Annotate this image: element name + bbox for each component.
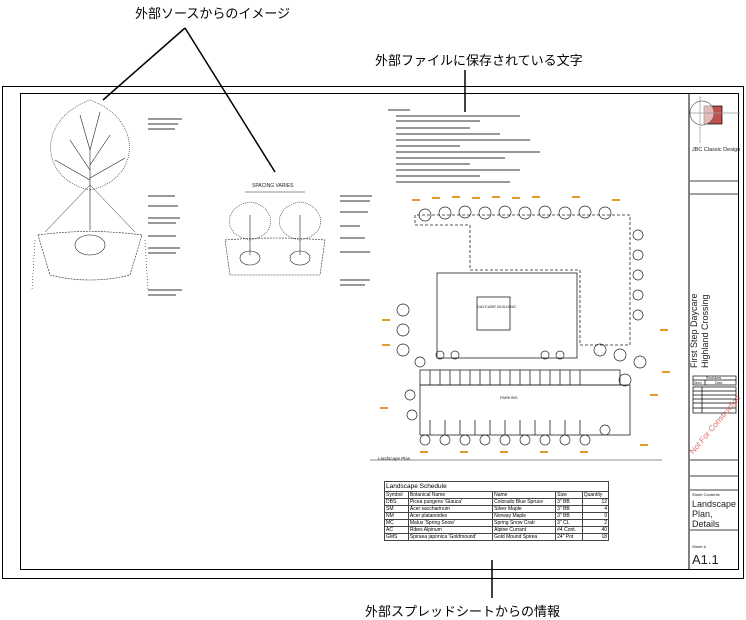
landscape-schedule-table: Landscape Schedule Symbol Botanical Name… [384, 481, 610, 541]
project-location: Highland Crossing [700, 294, 710, 368]
project-name: First Step Daycare [689, 293, 699, 368]
detail-notes [148, 118, 372, 296]
firm-name: JBC Classic Design [692, 147, 741, 153]
col-header: Quantity [581, 491, 610, 499]
col-header: Size [555, 491, 583, 499]
cell: 2 [581, 519, 610, 527]
rev-num-header: Num. [694, 380, 703, 385]
cell: NM [384, 512, 409, 520]
spacing-note: SPACING VARIES [252, 183, 294, 189]
cell: 3" BB [555, 512, 583, 520]
outer-border [2, 86, 744, 579]
cell: 3" BB [555, 498, 583, 506]
plant-symbols [396, 205, 647, 446]
building-label: DAYCARE BUILDING [477, 304, 517, 309]
plan-title: Landscape Plan [378, 456, 411, 461]
callout-external-text: 外部ファイルに保存されている文字 [375, 54, 583, 69]
title-block [689, 96, 740, 531]
table-header-row: Symbol Botanical Name Name Size Quantity [384, 491, 610, 499]
schedule-title: Landscape Schedule [384, 481, 609, 492]
tree-detail-pair [224, 191, 326, 276]
callout-external-spreadsheet: 外部スプレッドシートからの情報 [365, 605, 561, 620]
rev-date-header: Date [715, 380, 723, 385]
cell: Spiraea japonica 'Goldmound' [407, 533, 494, 541]
notes-text-block [388, 109, 540, 183]
cell: Acer saccharinum [407, 505, 494, 513]
sheet-number: A1.1 [692, 552, 719, 567]
plant-tags [380, 196, 670, 453]
cell: Ribes Alpinum [407, 526, 494, 534]
sheet-number-label: Sheet # [692, 544, 706, 549]
inner-border [20, 93, 739, 570]
cell: Spring Snow Crab [492, 519, 557, 527]
cell: 18 [581, 533, 610, 541]
cell: 24" Pot [555, 533, 583, 541]
sheet-contents-label: Sheet Contents [692, 492, 720, 497]
cell: Gold Mound Spirea [492, 533, 557, 541]
cell: Malus 'Spring Snow' [407, 519, 494, 527]
cell: MC [384, 519, 409, 527]
cell: Silver Maple [492, 505, 557, 513]
cell: Colorado Blue Spruce [492, 498, 557, 506]
callout-external-images: 外部ソースからのイメージ [135, 7, 291, 22]
cell: SM [384, 505, 409, 513]
revisions-label: Revisions [706, 376, 722, 380]
cell: 3" BB [555, 505, 583, 513]
cell: DBS [384, 498, 409, 506]
cell: Alpine Currant [492, 526, 557, 534]
cell: 9 [581, 512, 610, 520]
callout-leaders [102, 27, 493, 598]
col-header: Name [492, 491, 557, 499]
cell: Acer platanoides [407, 512, 494, 520]
cell: Norway Maple [492, 512, 557, 520]
sheet-contents: Landscape Plan, Details [692, 499, 737, 529]
cell: 3" CL [555, 519, 583, 527]
site-plan [370, 214, 662, 461]
cell: AC [384, 526, 409, 534]
col-header: Botanical Name [407, 491, 494, 499]
parking-label: PARKING [500, 395, 518, 400]
cell: 40 [581, 526, 610, 534]
cell: 4 [581, 505, 610, 513]
cell: 12 [581, 498, 610, 506]
cell: GMS [384, 533, 409, 541]
cell: #4 Cont. [555, 526, 583, 534]
tree-detail-large [31, 99, 149, 291]
cell: Picea pungens 'Glauca' [407, 498, 494, 506]
col-header: Symbol [384, 491, 409, 499]
